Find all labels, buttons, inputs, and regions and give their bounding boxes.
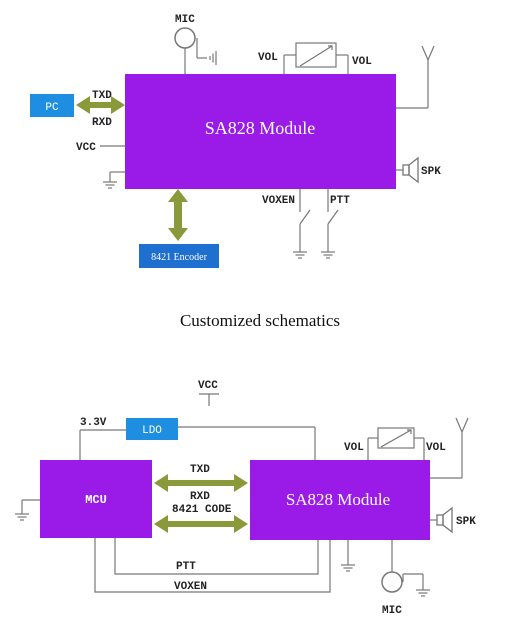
top-spk-label: SPK <box>421 166 441 178</box>
bottom-mcu-label: MCU <box>85 493 107 507</box>
top-sa828-module <box>125 74 396 189</box>
top-speaker-icon <box>396 156 419 184</box>
bottom-ldo-box <box>126 418 178 440</box>
top-ground-icon <box>102 181 118 189</box>
top-module-label: SA828 Module <box>205 118 316 138</box>
bottom-code-double-arrow <box>154 515 248 533</box>
bottom-spk-label: SPK <box>456 516 476 528</box>
bottom-txd-rxd-double-arrow <box>154 474 248 492</box>
top-ptt-label: PTT <box>330 195 350 207</box>
top-vcc-label: VCC <box>76 142 96 154</box>
top-ptt-switch-icon <box>320 189 339 259</box>
bottom-rxd-label: RXD <box>190 491 210 503</box>
bottom-mcu-ground-icon <box>14 513 30 521</box>
top-mic-icon <box>174 27 217 74</box>
bottom-vol-right-label: VOL <box>426 442 446 454</box>
top-encoder-label: 8421 Encoder <box>151 252 207 263</box>
top-pc-label: PC <box>45 102 59 114</box>
top-voxen-label: VOXEN <box>262 195 295 207</box>
bottom-3v3-label: 3.3V <box>80 417 107 429</box>
top-antenna-icon <box>396 45 435 109</box>
bottom-ptt-label: PTT <box>176 561 196 573</box>
bottom-vol-left-label: VOL <box>344 442 364 454</box>
bottom-vol-potentiometer-icon <box>367 427 425 460</box>
bottom-module-ground-icon <box>340 564 356 572</box>
bottom-txd-label: TXD <box>190 464 210 476</box>
bottom-module-label: SA828 Module <box>286 490 390 509</box>
top-vol-right-label: VOL <box>352 56 372 68</box>
bottom-vcc-label: VCC <box>198 380 218 392</box>
top-diagram: MIC VOL VOL SA828 Module PC TXD RXD <box>30 14 441 268</box>
bottom-sa828-module <box>250 460 430 540</box>
bottom-mcu-block <box>40 460 152 538</box>
caption: Customized schematics <box>180 311 340 330</box>
bottom-ldo-label: LDO <box>142 425 162 437</box>
top-encoder-double-arrow <box>168 189 188 241</box>
top-txd-label: TXD <box>92 90 112 102</box>
bottom-diagram: VCC 3.3V LDO MCU SA828 Module TXD RXD 84… <box>14 380 476 617</box>
bottom-voxen-label: VOXEN <box>174 581 207 593</box>
top-rxd-label: RXD <box>92 117 112 129</box>
bottom-mic-icon <box>381 540 431 597</box>
top-encoder-box <box>139 244 219 268</box>
top-mic-label: MIC <box>175 14 195 26</box>
top-vol-left-label: VOL <box>258 52 278 64</box>
bottom-mic-label: MIC <box>382 605 402 617</box>
bottom-code-label: 8421 CODE <box>172 504 232 516</box>
top-uart-double-arrow <box>76 96 125 114</box>
top-vol-potentiometer-icon <box>283 42 349 74</box>
bottom-speaker-icon <box>430 506 453 534</box>
top-pc-box <box>30 94 74 117</box>
top-voxen-switch-icon <box>292 189 311 259</box>
bottom-antenna-icon <box>430 417 469 479</box>
